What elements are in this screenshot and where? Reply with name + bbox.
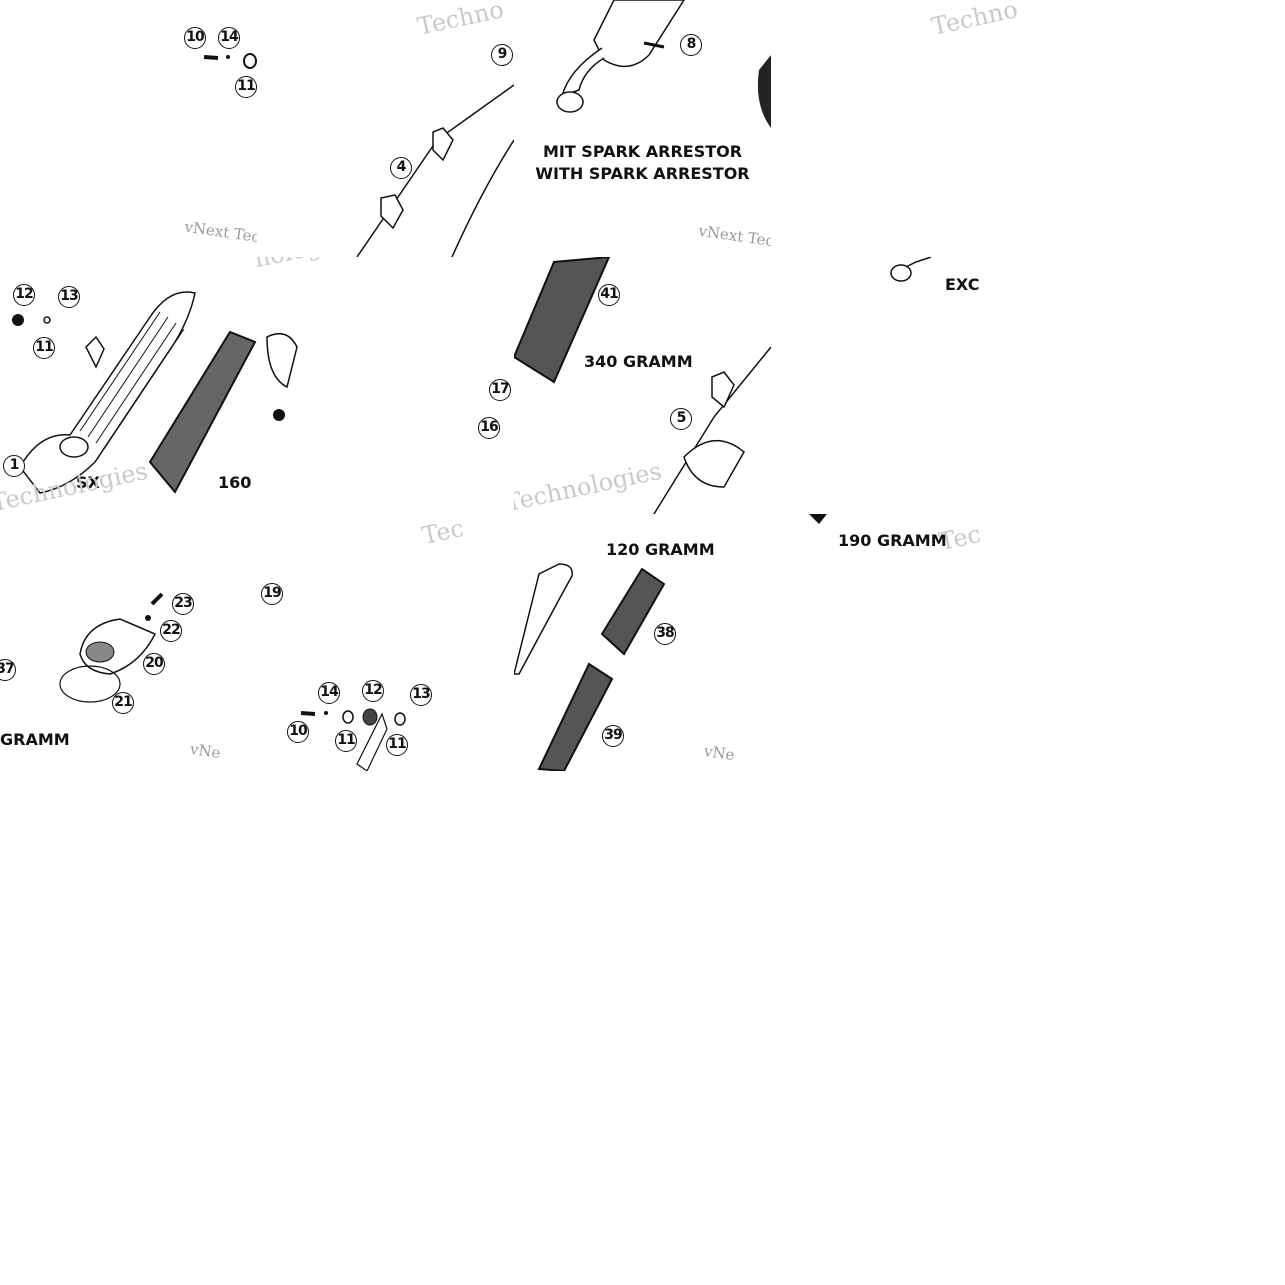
packing-inserts-drawing bbox=[514, 563, 666, 771]
bolt-assembly-drawing bbox=[203, 53, 257, 69]
exc-pipe-end-drawing bbox=[890, 257, 932, 282]
callout-12: 12 bbox=[13, 284, 35, 306]
callout-13: 13 bbox=[58, 286, 80, 308]
callout-39: 39 bbox=[602, 725, 624, 747]
callout-14: 14 bbox=[318, 682, 340, 704]
callout-1: 1 bbox=[3, 455, 25, 477]
callout-10: 10 bbox=[184, 27, 206, 49]
callout-20: 20 bbox=[143, 653, 165, 675]
diagram-tile-r3c2: 19 14 12 13 10 11 11 Tec bbox=[257, 514, 514, 771]
diagram-tile-r2c1: 12 13 11 1 31 30 SX 160 G Technologies bbox=[0, 257, 257, 514]
mount-bracket-drawing bbox=[300, 708, 406, 771]
weight-label: 120 GRAMM bbox=[606, 540, 715, 559]
callout-38: 38 bbox=[654, 623, 676, 645]
callout-12: 12 bbox=[362, 680, 384, 702]
weight-label: 340 GRAMM bbox=[584, 352, 693, 371]
spark-arrestor-caption-en: WITH SPARK ARRESTOR bbox=[535, 164, 750, 183]
weight-label: 190 GRAMM bbox=[838, 531, 947, 550]
exhaust-pipe-drawing bbox=[356, 84, 514, 257]
packing-fragment-drawing bbox=[809, 514, 827, 524]
diagram-tile-r1c3: 8 MIT SPARK ARRESTOR WITH SPARK ARRESTOR… bbox=[514, 0, 771, 257]
diagram-tile-r2c3: 41 340 GRAMM 5 Technologies bbox=[514, 257, 771, 514]
weight-label: 160 G bbox=[218, 473, 257, 492]
end-cap-exploded-drawing bbox=[266, 332, 298, 421]
diagram-tile-r2c4: EXC bbox=[771, 257, 1028, 514]
callout-41: 41 bbox=[598, 284, 620, 306]
diagram-tile-r3c3: 120 GRAMM 38 39 vNe bbox=[514, 514, 771, 771]
callout-10: 10 bbox=[287, 721, 309, 743]
callout-8: 8 bbox=[680, 34, 702, 56]
callout-11: 11 bbox=[33, 337, 55, 359]
callout-23: 23 bbox=[172, 593, 194, 615]
spark-arrestor-caption-de: MIT SPARK ARRESTOR bbox=[542, 142, 743, 161]
diagram-tile-r1c1: 10 14 11 vNext Technologies bbox=[0, 0, 257, 257]
callout-13: 13 bbox=[410, 684, 432, 706]
callout-9: 9 bbox=[491, 44, 513, 66]
model-label-exc: EXC bbox=[945, 275, 980, 294]
callout-22: 22 bbox=[160, 620, 182, 642]
diagram-tile-r1c2: 9 4 Techno bbox=[257, 0, 514, 257]
diagram-tile-r2c2: Technologies bbox=[257, 257, 514, 514]
callout-21: 21 bbox=[112, 692, 134, 714]
spark-arrestor-drawing bbox=[556, 0, 771, 128]
weight-label: GRAMM bbox=[0, 730, 70, 749]
packing-and-pipe-drawing bbox=[514, 257, 771, 514]
callout-19: 19 bbox=[261, 583, 283, 605]
watermark-text: Techno bbox=[929, 0, 1021, 41]
callout-37: 37 bbox=[0, 659, 16, 681]
sx-silencer-drawing bbox=[12, 291, 257, 494]
callout-14: 14 bbox=[218, 27, 240, 49]
callout-17: 17 bbox=[489, 379, 511, 401]
diagram-tile-r3c4: 190 GRAMM Tec bbox=[771, 514, 1028, 574]
callout-11: 11 bbox=[335, 730, 357, 752]
callout-11: 11 bbox=[386, 734, 408, 756]
callout-11: 11 bbox=[235, 76, 257, 98]
model-label-sx: SX bbox=[76, 473, 100, 492]
callout-16: 16 bbox=[478, 417, 500, 439]
callout-5: 5 bbox=[670, 408, 692, 430]
callout-4: 4 bbox=[390, 157, 412, 179]
diagram-tile-r3c1: 23 22 20 21 37 GRAMM vNe bbox=[0, 514, 257, 771]
diagram-tile-r1c4: Techno bbox=[771, 0, 1028, 257]
end-cap-drawing bbox=[59, 592, 164, 703]
